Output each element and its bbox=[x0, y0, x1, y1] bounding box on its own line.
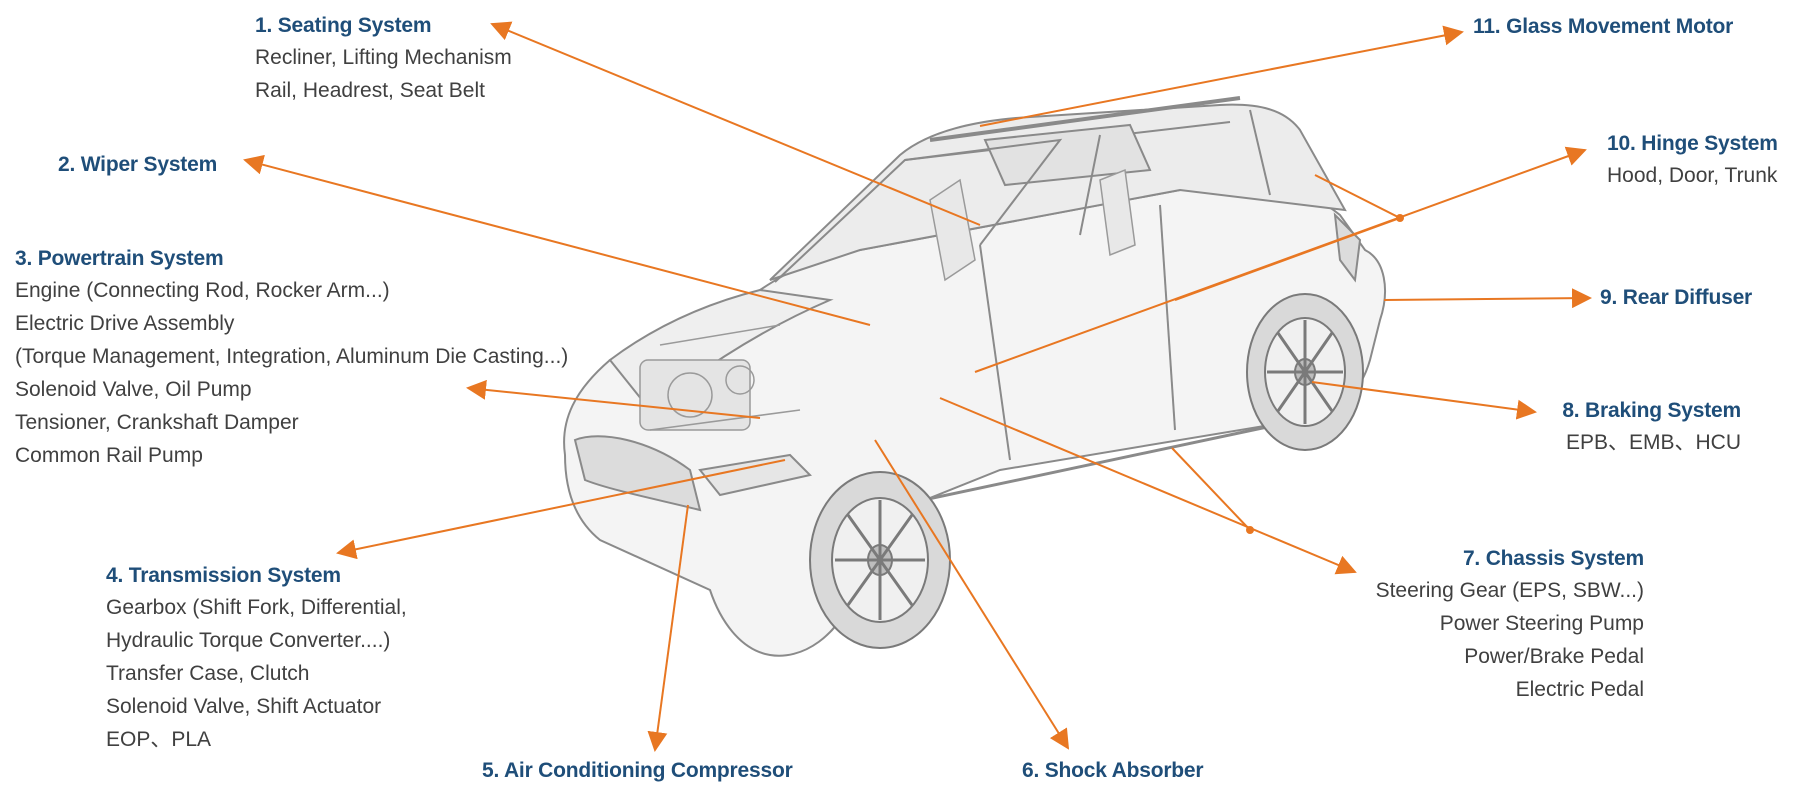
label-line: Recliner, Lifting Mechanism bbox=[255, 46, 512, 69]
arrow-transmission bbox=[336, 459, 786, 560]
label-title: 4. Transmission System bbox=[106, 564, 341, 587]
engine-bay bbox=[639, 324, 801, 431]
label-title: 1. Seating System bbox=[255, 14, 432, 37]
arrow-braking bbox=[1311, 381, 1537, 420]
label-rear-diffuser: 9. Rear Diffuser bbox=[1600, 282, 1752, 313]
arrow-chassis-b bbox=[1171, 447, 1251, 531]
arrow-diffuser bbox=[1383, 288, 1592, 309]
label-title: 10. Hinge System bbox=[1607, 132, 1778, 155]
label-hinge-system: 10. Hinge System Hood, Door, Trunk bbox=[1607, 128, 1778, 192]
roof-rail bbox=[929, 96, 1241, 142]
label-line: Rail, Headrest, Seat Belt bbox=[255, 79, 485, 102]
callout-arrows bbox=[243, 21, 1592, 752]
b-pillar bbox=[1079, 134, 1101, 236]
windshield-frame bbox=[774, 138, 1063, 283]
sunroof bbox=[983, 123, 1152, 187]
car-greenhouse bbox=[769, 103, 1347, 281]
label-line: Solenoid Valve, Shift Actuator bbox=[106, 695, 382, 718]
rear-light bbox=[1333, 212, 1362, 283]
label-title: 11. Glass Movement Motor bbox=[1473, 15, 1734, 38]
front-wheel bbox=[809, 471, 951, 649]
label-transmission-system: 4. Transmission System Gearbox (Shift Fo… bbox=[106, 560, 407, 756]
label-line: Tensioner, Crankshaft Damper bbox=[15, 411, 299, 434]
label-braking-system: 8. Braking System EPB、EMB、HCU bbox=[1562, 395, 1741, 459]
c-pillar bbox=[1249, 109, 1271, 196]
label-title: 8. Braking System bbox=[1562, 399, 1741, 422]
label-line: Electric Pedal bbox=[1515, 678, 1644, 701]
label-title: 7. Chassis System bbox=[1462, 547, 1644, 570]
arrow-ac bbox=[647, 504, 689, 752]
label-line: EOP、PLA bbox=[106, 728, 212, 751]
arrow-glass bbox=[979, 25, 1464, 127]
label-title: 2. Wiper System bbox=[58, 153, 218, 176]
arrow-node bbox=[1246, 526, 1254, 534]
label-line: Common Rail Pump bbox=[15, 444, 203, 467]
label-seating-system: 1. Seating System Recliner, Lifting Mech… bbox=[255, 10, 512, 107]
arrow-node bbox=[1396, 214, 1404, 222]
car-body bbox=[563, 96, 1386, 657]
label-powertrain-system: 3. Powertrain System Engine (Connecting … bbox=[15, 243, 568, 472]
arrow-chassis-a bbox=[939, 397, 1357, 575]
arrow-wiper bbox=[243, 154, 871, 326]
label-chassis-system: 7. Chassis System Steering Gear (EPS, SB… bbox=[1375, 543, 1645, 706]
label-line: Electric Drive Assembly bbox=[15, 312, 235, 335]
label-line: Solenoid Valve, Oil Pump bbox=[15, 378, 252, 401]
seats bbox=[929, 168, 1136, 282]
label-line: Steering Gear (EPS, SBW...) bbox=[1375, 579, 1644, 602]
label-wiper-system: 2. Wiper System bbox=[58, 149, 217, 180]
label-title: 3. Powertrain System bbox=[15, 247, 224, 270]
arrow-powertrain bbox=[466, 379, 761, 419]
grille bbox=[573, 435, 702, 512]
label-title: 5. Air Conditioning Compressor bbox=[482, 759, 793, 782]
arrow-hinge-b bbox=[1174, 217, 1401, 301]
label-air-conditioning-compressor: 5. Air Conditioning Compressor bbox=[482, 755, 793, 786]
label-glass-movement-motor: 11. Glass Movement Motor bbox=[1473, 11, 1733, 42]
label-line: Power/Brake Pedal bbox=[1464, 645, 1644, 668]
sill bbox=[899, 418, 1301, 507]
label-line: EPB、EMB、HCU bbox=[1565, 431, 1741, 454]
label-title: 9. Rear Diffuser bbox=[1600, 286, 1753, 309]
door-line bbox=[979, 244, 1011, 461]
label-line: Engine (Connecting Rod, Rocker Arm...) bbox=[15, 279, 390, 302]
arrow-shock bbox=[874, 439, 1070, 750]
label-line: Hydraulic Torque Converter....) bbox=[106, 629, 391, 652]
headlight bbox=[698, 453, 812, 497]
label-shock-absorber: 6. Shock Absorber bbox=[1022, 755, 1204, 786]
label-line: Transfer Case, Clutch bbox=[106, 662, 310, 685]
arrow-seating bbox=[490, 21, 981, 226]
rear-wheel bbox=[1246, 293, 1364, 451]
arrow-hinge-c bbox=[1314, 174, 1401, 219]
label-title: 6. Shock Absorber bbox=[1022, 759, 1204, 782]
label-line: (Torque Management, Integration, Aluminu… bbox=[15, 345, 569, 368]
label-line: Hood, Door, Trunk bbox=[1607, 164, 1778, 187]
door-line bbox=[1159, 204, 1176, 431]
label-line: Gearbox (Shift Fork, Differential, bbox=[106, 596, 407, 619]
label-line: Power Steering Pump bbox=[1439, 612, 1644, 635]
